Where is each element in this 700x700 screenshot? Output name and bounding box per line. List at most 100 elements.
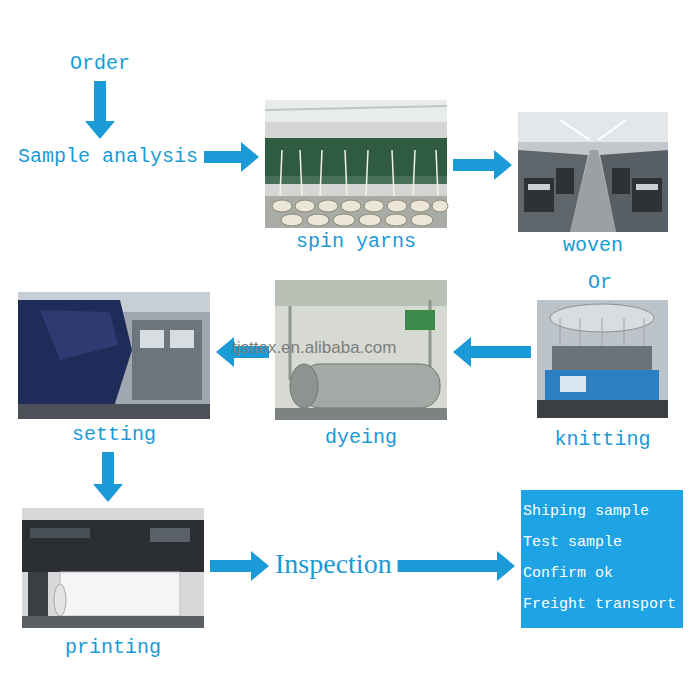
spin-yarns-photo-part-part [387, 200, 407, 212]
dyeing-photo-part [290, 364, 318, 408]
flow-arrow [93, 452, 123, 502]
knitting-photo-part [537, 300, 668, 418]
setting-photo-part [18, 404, 210, 419]
step-caption: woven [518, 234, 668, 257]
flow-arrow [453, 150, 512, 180]
printing-photo-part [30, 528, 90, 538]
spin-yarns-photo-part-part [366, 150, 368, 196]
setting-photo-part [40, 310, 118, 360]
weaving-photo-part [518, 150, 588, 232]
spin-yarns-photo-part [280, 150, 438, 196]
printing-photo-part [54, 584, 66, 616]
step-label: Order [70, 52, 130, 75]
photo-step: woven [518, 112, 668, 257]
spin-yarns-photo-part-part [410, 200, 430, 212]
weaving-photo-part [518, 112, 668, 232]
printing-photo-part [28, 572, 48, 616]
weaving-photo-part-part [528, 184, 550, 190]
inspection-step: Inspection [275, 548, 392, 580]
setting-photo [18, 292, 210, 419]
photo-frame [265, 100, 447, 228]
setting-photo-part [18, 300, 132, 419]
dyeing-photo-part [300, 364, 440, 408]
spin-yarns-photo [265, 100, 448, 228]
spin-yarns-photo-part [265, 106, 447, 110]
step-caption: dyeing [275, 426, 447, 449]
or-note: Or [588, 271, 612, 294]
weaving-photo-part [528, 184, 658, 190]
flow-arrow [204, 142, 259, 172]
spin-yarns-photo-part-part [359, 214, 381, 226]
photo-frame [22, 508, 204, 628]
flow-arrow [85, 81, 115, 139]
step-label: Inspection [275, 548, 392, 580]
dyeing-photo-part-part [405, 310, 435, 330]
printing-photo-part [150, 528, 190, 542]
printing-photo-part [22, 508, 204, 628]
spin-yarns-photo-part-part [318, 200, 338, 212]
step-caption: printing [22, 636, 204, 659]
knitting-photo-part [545, 370, 659, 400]
step-caption: setting [18, 423, 210, 446]
photo-step: setting [18, 292, 210, 446]
spin-yarns-photo-part-part [411, 214, 433, 226]
printing-photo-part [60, 572, 180, 616]
spin-yarns-photo-part-part [307, 214, 329, 226]
printing-photo [22, 508, 204, 628]
spin-yarns-photo-part [265, 138, 447, 176]
process-step: Sample analysis [18, 145, 198, 168]
setting-photo-part [18, 292, 210, 419]
setting-photo-part [140, 330, 164, 348]
result-line: Test sample [523, 527, 679, 558]
spin-yarns-photo-part-part [280, 150, 282, 196]
weaving-photo-part-part [598, 120, 626, 140]
weaving-photo-part-part [560, 120, 590, 140]
result-box: Shiping sampleTest sampleConfirm okFreig… [521, 490, 683, 628]
spin-yarns-photo-part-part [345, 150, 347, 196]
weaving-photo-part-part [556, 168, 574, 194]
weaving-photo-part [560, 120, 626, 140]
result-line: Confirm ok [523, 558, 679, 589]
spin-yarns-photo-part-part [333, 214, 355, 226]
weaving-photo-part [600, 150, 668, 232]
photo-step: knitting [537, 300, 668, 451]
spin-yarns-photo-part-part [413, 150, 415, 196]
photo-step: dyeing [275, 280, 447, 449]
start-step: Order [70, 52, 130, 75]
photo-frame [518, 112, 668, 232]
spin-yarns-photo-part [265, 100, 447, 228]
dyeing-photo-part [275, 408, 447, 420]
spin-yarns-photo-part-part [392, 150, 394, 196]
photo-step: printing [22, 508, 204, 659]
weaving-photo-part-part [636, 184, 658, 190]
flow-arrow [453, 337, 531, 367]
flow-arrow [210, 551, 269, 581]
weaving-photo-part [518, 112, 668, 142]
flow-arrow [398, 551, 515, 581]
weaving-photo-part [524, 168, 662, 212]
weaving-photo-part-part [524, 178, 554, 212]
photo-frame [18, 292, 210, 419]
knitting-photo-part [537, 400, 668, 418]
dyeing-photo-part [275, 280, 447, 306]
dyeing-photo-part [405, 310, 435, 330]
printing-photo-part [22, 520, 204, 572]
spin-yarns-photo-part [265, 196, 447, 228]
spin-yarns-photo-part-part [295, 200, 315, 212]
result-line: Shiping sample [523, 496, 679, 527]
spin-yarns-photo-part-part [272, 200, 292, 212]
knitting-photo-part [560, 376, 586, 392]
weaving-photo [518, 112, 668, 232]
spin-yarns-photo-part [265, 100, 447, 122]
spin-yarns-photo-part-part [432, 200, 448, 212]
spin-yarns-photo-part-part [341, 200, 361, 212]
spin-yarns-photo-part-part [385, 214, 407, 226]
step-caption: spin yarns [265, 230, 447, 253]
photo-step: spin yarns [265, 100, 447, 253]
spin-yarns-photo-part [272, 200, 448, 226]
spin-yarns-photo-part-part [436, 150, 438, 196]
photo-frame [537, 300, 668, 418]
setting-photo-part [132, 320, 202, 400]
setting-photo-part [170, 330, 194, 348]
